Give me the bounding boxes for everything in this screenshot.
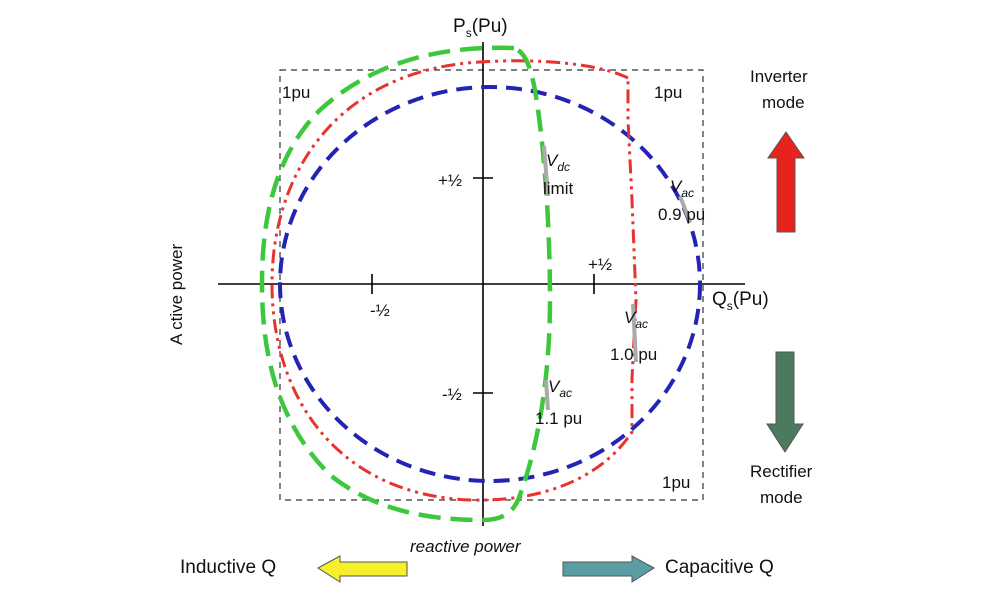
inductive-q-label: Inductive Q xyxy=(180,557,276,578)
tick-label-pos-half-y: +½ xyxy=(438,171,462,190)
p-axis-title: Ps(Pu) xyxy=(453,16,508,40)
rectifier-mode-label-line2: mode xyxy=(760,488,803,507)
rectifier-down-arrow xyxy=(766,351,804,453)
vac09-leader xyxy=(678,195,692,223)
box-label-bottom-right: 1pu xyxy=(662,473,690,492)
vac09-annotation-title: Vac xyxy=(670,177,694,200)
inverter-up-arrow xyxy=(767,131,805,233)
vac09-annotation-text: 0.9 pu xyxy=(658,205,705,224)
capacitive-q-label: Capacitive Q xyxy=(665,557,774,578)
vac10-annotation-title: Vac xyxy=(624,308,648,331)
box-label-top-left: 1pu xyxy=(282,83,310,102)
tick-label-neg-half-x: -½ xyxy=(370,301,390,320)
vdc-annotation-text: limit xyxy=(543,179,573,198)
vac-1.1pu-vdc-limit-curve xyxy=(259,45,553,523)
rectifier-mode-label-line1: Rectifier xyxy=(750,462,813,481)
inverter-mode-label-line2: mode xyxy=(762,93,805,112)
inductive-left-arrow xyxy=(317,555,408,583)
tick-label-neg-half-y: -½ xyxy=(442,385,462,404)
box-label-top-right: 1pu xyxy=(654,83,682,102)
vac-1.0pu-curve xyxy=(270,59,638,502)
capacitive-right-arrow xyxy=(562,555,655,583)
vac11-annotation-text: 1.1 pu xyxy=(535,409,582,428)
vac10-leader xyxy=(631,303,638,363)
inverter-mode-label-line1: Inverter xyxy=(750,67,808,86)
vac-0.9pu-curve xyxy=(278,85,702,483)
vdc-annotation-title: Vdc xyxy=(546,151,570,174)
reactive-power-label: reactive power xyxy=(410,537,522,556)
vac10-annotation-text: 1.0 pu xyxy=(610,345,657,364)
q-axis-title: Qs(Pu) xyxy=(712,289,769,313)
vac11-annotation-title: Vac xyxy=(548,377,572,400)
active-power-label: A ctive power xyxy=(167,244,186,345)
tick-label-pos-half-x: +½ xyxy=(588,255,612,274)
vac11-leader xyxy=(544,379,550,411)
vdc-leader xyxy=(542,145,550,197)
one-pu-boundary-box xyxy=(279,69,704,501)
